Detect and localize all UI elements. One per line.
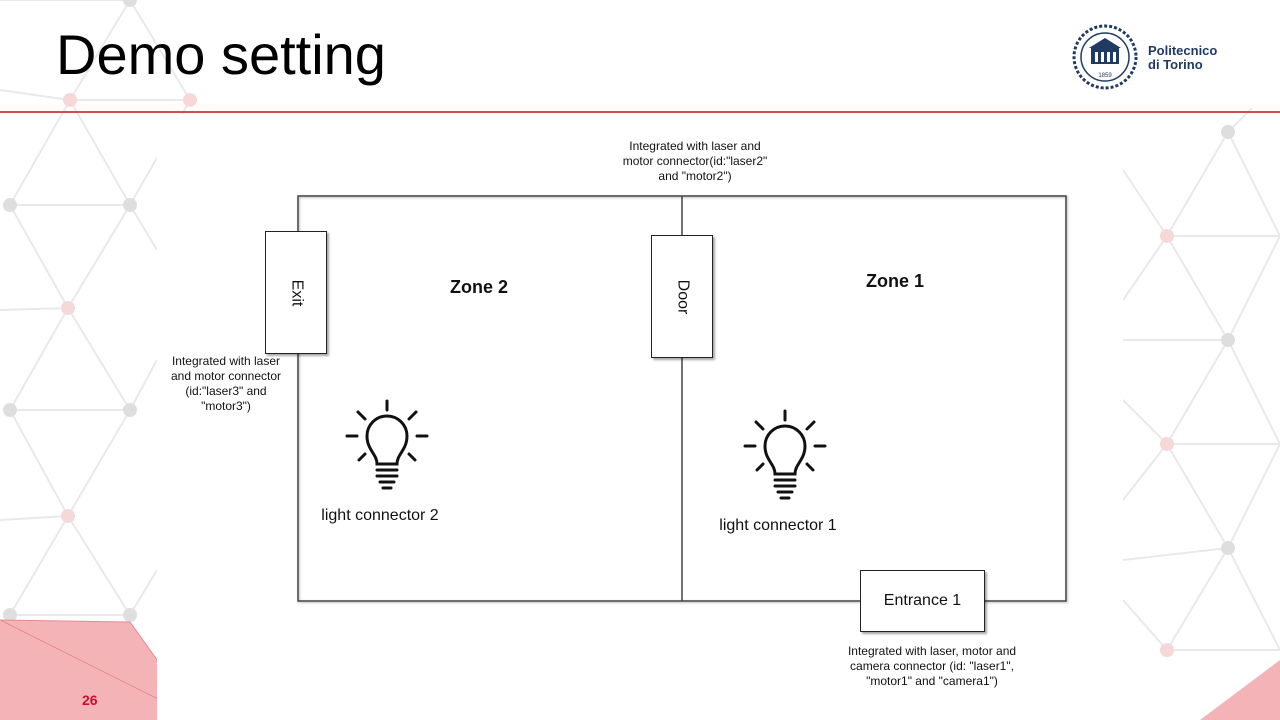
door-box: Door [651,235,713,358]
logo-line-2: di Torino [1148,57,1203,72]
slide-title: Demo setting [56,23,386,86]
logo-text: Politecnico di Torino [1148,44,1217,72]
exit-box: Exit [265,231,327,354]
zone-1-label: Zone 1 [865,271,924,291]
light-connector-1-label: light connector 1 [719,517,837,534]
door-note-line: motor connector(id:"laser2" [622,154,768,168]
entrance-box: Entrance 1 [860,570,985,632]
door-note-line: Integrated with laser and [629,139,761,153]
university-seal-icon: 1859 [1072,24,1138,90]
exit-note-line: (id:"laser3" and [185,384,267,398]
lightbulb-icon [743,409,827,500]
door-label: Door [674,279,691,314]
logo-year: 1859 [1098,73,1112,79]
exit-note-line: and motor connector [170,369,282,383]
entrance-label: Entrance 1 [883,592,962,609]
exit-note-line: Integrated with laser [171,354,281,368]
zone-2-label: Zone 2 [449,277,508,297]
university-logo: 1859 Politecnico di Torino [1058,0,1280,108]
header-rule [0,111,1280,113]
entrance-note-line: "motor1" and "camera1") [866,674,998,688]
entrance-note: Integrated with laser, motor and camera … [822,644,1042,689]
door-note-line: and "motor2") [658,169,732,183]
page-number: 26 [82,692,98,708]
logo-line-1: Politecnico [1148,43,1218,58]
light-connector-2-label: light connector 2 [321,507,439,524]
exit-note: Integrated with laser and motor connecto… [160,354,292,414]
door-note: Integrated with laser and motor connecto… [600,139,790,184]
exit-note-line: "motor3") [201,399,251,413]
exit-label: Exit [287,279,305,306]
entrance-note-line: Integrated with laser, motor and [847,644,1017,658]
entrance-note-line: camera connector (id: "laser1", [850,659,1014,673]
lightbulb-icon [345,399,429,490]
